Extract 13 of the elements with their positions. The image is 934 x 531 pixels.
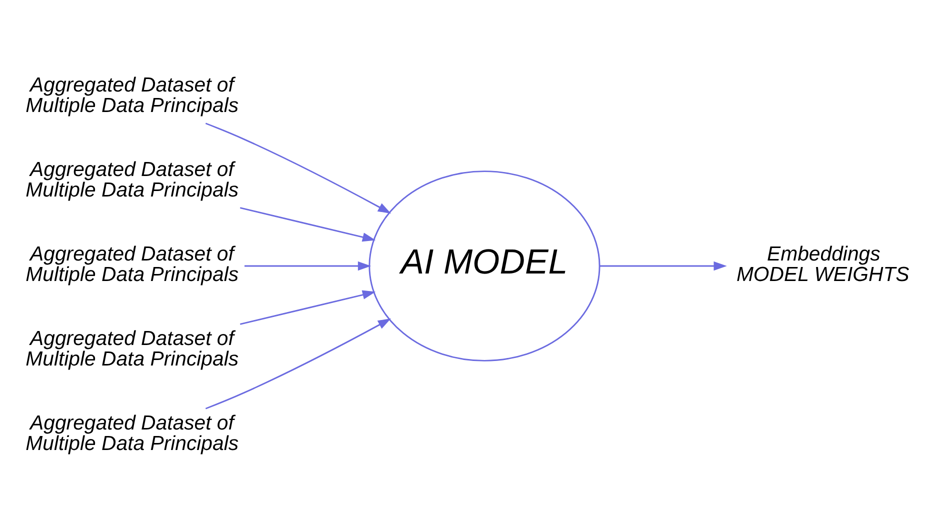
node-text: Aggregated Dataset of Multiple Data Principals (26, 242, 239, 286)
node-text: Embeddings MODEL WEIGHTS (736, 242, 910, 286)
arrow (244, 260, 372, 270)
node-ellipse: AI MODEL (368, 170, 600, 361)
node-text: Aggregated Dataset of Multiple Data Principals (26, 327, 239, 370)
arrow (205, 122, 392, 214)
node-text: Aggregated Dataset of Multiple Data Principals (26, 158, 239, 201)
node-text: Aggregated Dataset of Multiple Data Principals (26, 412, 239, 454)
node-text: Aggregated Dataset of Multiple Data Principals (26, 74, 239, 116)
arrow (205, 318, 392, 409)
arrow (240, 206, 376, 242)
arrow (240, 290, 376, 324)
arrow (600, 260, 727, 270)
